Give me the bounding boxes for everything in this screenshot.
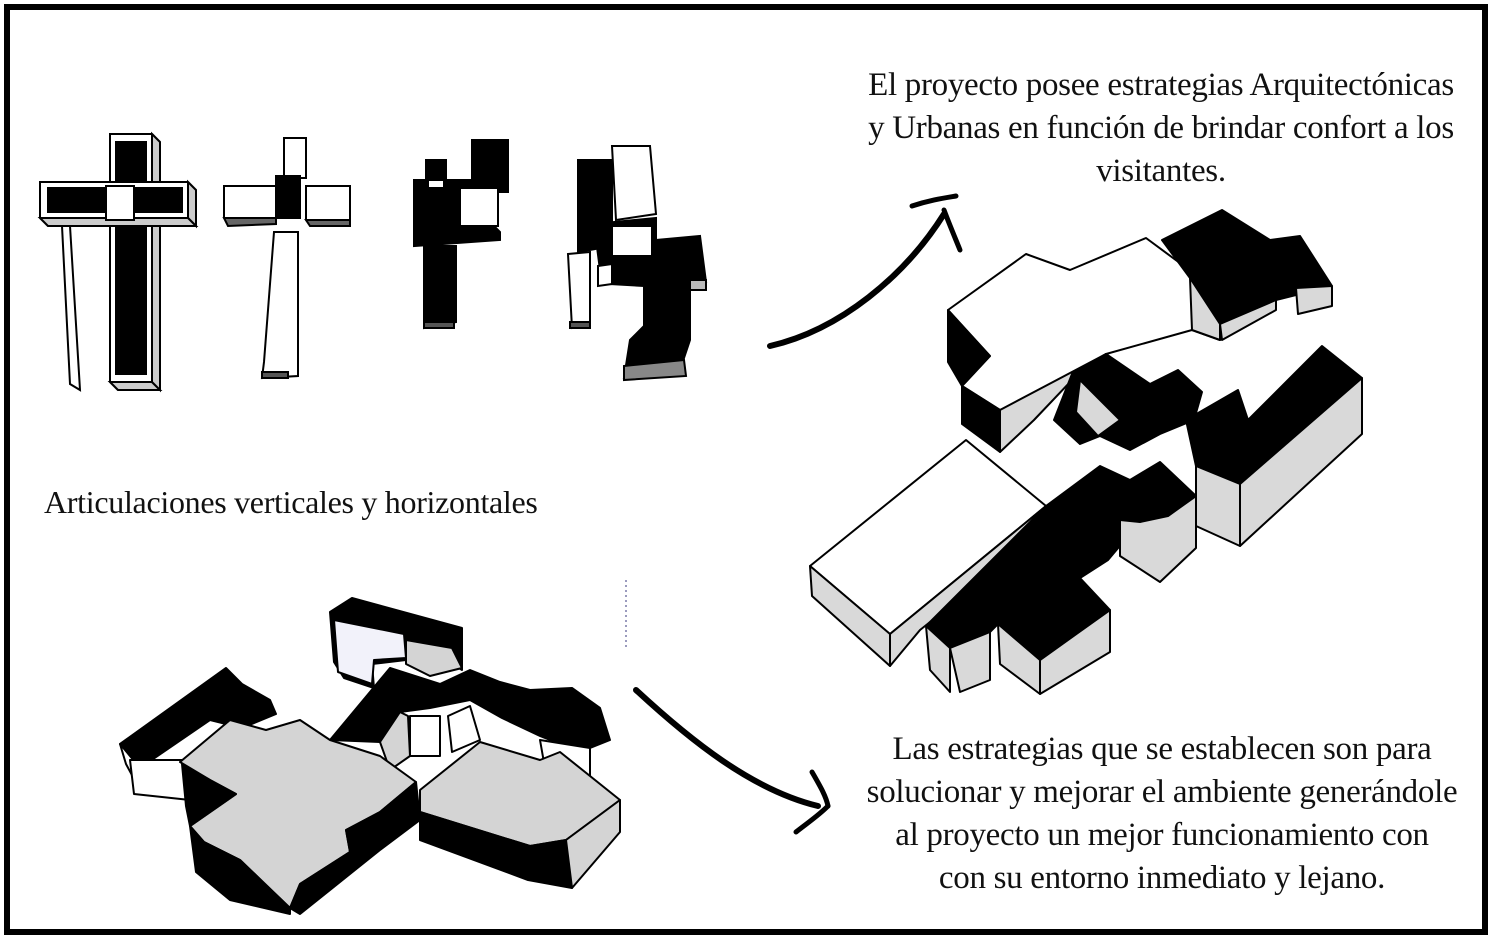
cross-split-model	[222, 137, 351, 380]
articulated-cluster-model	[566, 145, 708, 382]
bottom-paragraph-line-4: con su entorno inmediato y lejano.	[938, 860, 1386, 896]
curved-arrow-up-right	[767, 193, 963, 349]
articulated-cross-model	[413, 139, 509, 330]
curved-arrow-down-right	[633, 687, 831, 835]
top-paragraph-line-1: El proyecto posee estrategias Arquitectó…	[868, 67, 1454, 103]
top-paragraph-line-3: visitantes.	[1096, 153, 1226, 189]
bottom-paragraph: Las estrategias que se establecen son pa…	[852, 728, 1472, 900]
bottom-paragraph-line-1: Las estrategias que se establecen son pa…	[892, 731, 1432, 767]
top-paragraph: El proyecto posee estrategias Arquitectó…	[856, 64, 1466, 193]
left-caption: Articulaciones verticales y horizontales	[44, 484, 538, 520]
cross-outline-model	[37, 131, 199, 393]
bottom-paragraph-line-2: solucionar y mejorar el ambiente generán…	[866, 774, 1458, 810]
bottom-paragraph-line-3: al proyecto un mejor funcionamiento con	[895, 817, 1429, 853]
lower-isometric-building-model	[119, 597, 621, 915]
large-isometric-building-model	[809, 209, 1363, 695]
top-paragraph-line-2: y Urbanas en función de brindar confort …	[868, 110, 1454, 146]
